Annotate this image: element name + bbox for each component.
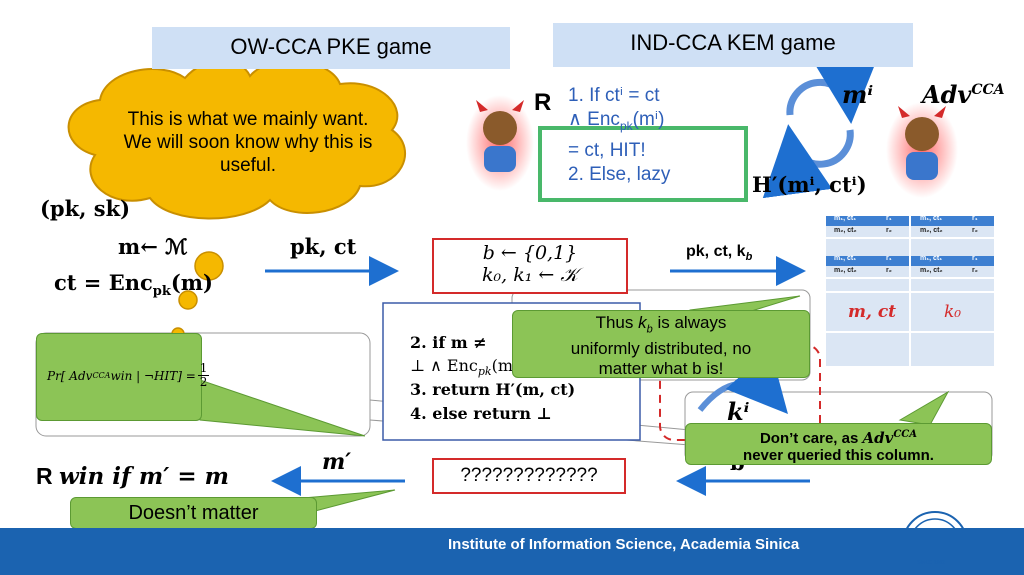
- pk-ct-arrow-label: pk, ct: [290, 234, 357, 259]
- table-cell: m₁, ct₁: [920, 255, 943, 262]
- reduction-step-1b-sub: pk: [619, 118, 633, 133]
- thus-a: Thus: [595, 313, 639, 332]
- table-cell: r₂: [886, 267, 892, 274]
- m-prime-label: m′: [322, 449, 352, 475]
- to-adversary-label: pk, ct, kb: [686, 243, 752, 263]
- hash-table: [826, 216, 994, 366]
- hit-frame: [538, 126, 748, 202]
- adversary-left-icon: [466, 95, 534, 191]
- reduction-step-2: 2. Else, lazy: [568, 164, 671, 185]
- table-cell: r₂: [972, 227, 978, 234]
- reduction-label: R: [534, 89, 552, 116]
- ct-def-label: ct = Encpk(m): [54, 270, 213, 299]
- table-cell: r₂: [886, 227, 892, 234]
- table-cell: m₂, ct₂: [920, 267, 943, 274]
- table-cell: m₂, ct₂: [834, 227, 857, 234]
- decap-line-4: 4. else return ⊥: [410, 404, 552, 423]
- adv-cca-main: Adv: [922, 80, 972, 109]
- decap-line-2: 2. if m ≠: [410, 333, 487, 352]
- prob-pre: Pr[ Adv: [47, 368, 93, 383]
- dont-care-line-2: never queried this column.: [743, 447, 934, 464]
- table-cell: m₁, ct₁: [834, 215, 857, 222]
- reduction-step-1b: ∧ Encpk(mⁱ): [568, 108, 665, 133]
- table-cell: r₁: [972, 215, 978, 222]
- doesnt-matter-note: Doesn’t matter: [70, 497, 317, 529]
- ct-def-sub: pk: [152, 284, 171, 300]
- cycle-arrows-icon: [786, 51, 881, 124]
- decap-line-2b: ⊥ ∧ Encpk(m: [410, 356, 513, 378]
- table-cell: r₁: [886, 255, 892, 262]
- adv-cca-sup: CCA: [971, 82, 1005, 98]
- dont-care-note: Don’t care, as AdvCCA never queried this…: [685, 423, 992, 465]
- decap-line-3: 3. return H′(m, ct): [410, 380, 576, 399]
- dont-care-adv: Adv: [862, 429, 894, 447]
- table-cell: r₁: [972, 255, 978, 262]
- win-condition: R win if m′ = m: [36, 463, 229, 490]
- win-r: R: [36, 463, 59, 489]
- challenge-line-2: k₀, k₁ ← 𝒦: [482, 264, 578, 286]
- decap-line-2b-tail: (m: [491, 356, 514, 375]
- thus-note: Thus kb is always uniformly distributed,…: [512, 310, 810, 378]
- prob-mid: win | ¬HIT] =: [110, 368, 196, 383]
- thus-d: matter what b is!: [598, 359, 724, 379]
- prob-den: 2: [199, 375, 208, 389]
- table-cell: r₂: [972, 267, 978, 274]
- m-sample-label: m← ℳ: [118, 234, 188, 259]
- ct-def-main: ct = Enc: [54, 270, 153, 295]
- thus-sub: b: [646, 323, 653, 336]
- prob-num: 1: [197, 361, 210, 376]
- footer-text: Institute of Information Science, Academ…: [448, 536, 800, 553]
- table-highlight-m-ct: m, ct: [848, 302, 897, 322]
- table-cell: m₁, ct₁: [834, 255, 857, 262]
- to-adversary-sub: b: [745, 251, 753, 264]
- question-box: ?????????????: [432, 458, 626, 494]
- thus-k: k: [638, 313, 647, 332]
- header-owcca: OW-CCA PKE game: [152, 27, 510, 69]
- footer-bar: [0, 528, 1024, 575]
- decap-line-2b-sub: pk: [477, 365, 492, 379]
- dont-care-line-1: Don’t care, as: [759, 430, 863, 447]
- dont-care-sup: CCA: [893, 429, 918, 440]
- reduction-step-1c: = ct, HIT!: [568, 140, 646, 161]
- adv-cca-label: AdvCCA: [922, 80, 1005, 109]
- reduction-step-1b-tail: (mⁱ): [632, 109, 665, 130]
- header-indcca: IND-CCA KEM game: [553, 23, 913, 67]
- reduction-step-1: 1. If ctⁱ = ct: [568, 85, 660, 106]
- decap-line-2b-main: ⊥ ∧ Enc: [410, 356, 478, 375]
- thought-cloud: [67, 59, 406, 341]
- thus-b: is always: [652, 313, 727, 332]
- table-cell: m₁, ct₁: [920, 215, 943, 222]
- k-i-label: kⁱ: [727, 397, 750, 426]
- hprime-label: H′(mⁱ, ctⁱ): [752, 172, 867, 197]
- logo-caption: SINCE 1982: [917, 560, 945, 566]
- win-rest: win if m′ = m: [59, 463, 229, 490]
- cloud-text: This is what we mainly want. We will soo…: [123, 109, 373, 176]
- prob-sup: CCA: [92, 371, 111, 380]
- reduction-step-1b-main: ∧ Enc: [568, 109, 620, 130]
- table-cell: m₂, ct₂: [834, 267, 857, 274]
- table-cell: m₂, ct₂: [920, 227, 943, 234]
- table-cell: r₁: [886, 215, 892, 222]
- table-highlight-k0: k₀: [944, 302, 962, 322]
- adversary-right-icon: [886, 102, 958, 198]
- to-adversary-main: pk, ct, k: [686, 243, 746, 260]
- m-i-label: mⁱ: [842, 80, 874, 109]
- thus-c: uniformly distributed, no: [570, 339, 752, 359]
- ki-curve-arrow: [697, 349, 788, 414]
- challenge-line-1: b ← {0,1}: [482, 242, 578, 264]
- ct-def-tail: (m): [170, 270, 213, 295]
- keypair-label: (pk, sk): [40, 196, 128, 221]
- challenge-box: b ← {0,1} k₀, k₁ ← 𝒦: [432, 238, 628, 294]
